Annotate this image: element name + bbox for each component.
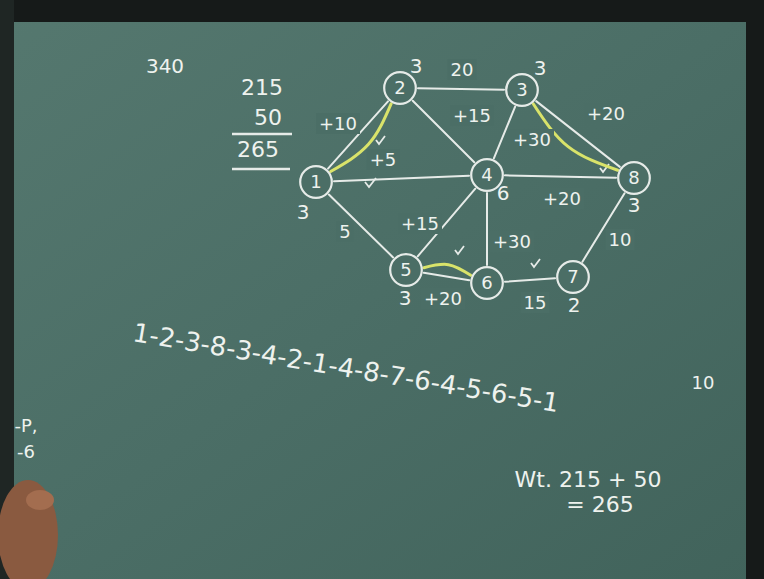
- chalk-number: 340: [146, 54, 184, 78]
- board-note: Wt. 215 + 50: [515, 468, 662, 492]
- vertex-number: 1: [299, 165, 333, 199]
- board-note: = 265: [566, 493, 633, 517]
- vertex-number: 7: [556, 260, 590, 294]
- weight-number: 5: [336, 221, 353, 242]
- graph-edge: [486, 193, 488, 265]
- chalk-number: 215: [241, 75, 283, 100]
- graph-edge: [334, 176, 469, 182]
- chalk-number: 265: [237, 137, 279, 162]
- vertex-circle: 72: [556, 260, 590, 294]
- edge-weight: 15: [521, 293, 550, 313]
- weight-number: +20: [584, 103, 628, 124]
- edge-weight: +30: [490, 232, 534, 252]
- degree-label: 3: [410, 55, 423, 77]
- vertex-circle: 13: [299, 165, 333, 199]
- weight-number: +20: [421, 288, 465, 309]
- degree-label: 2: [568, 294, 581, 316]
- graph-edge: [505, 278, 555, 281]
- vertex-circle: 46: [470, 158, 504, 192]
- vertex-circle: 6: [470, 266, 504, 300]
- edge-weight: +15: [450, 106, 494, 126]
- degree-label: 3: [399, 287, 412, 309]
- weight-number: 20: [448, 59, 477, 80]
- weight-number: +15: [398, 213, 442, 234]
- degree-number: 3: [297, 200, 310, 224]
- edge-weight: +5: [367, 150, 400, 170]
- tick-mark: [531, 259, 540, 267]
- weight-number: +30: [510, 129, 554, 150]
- edge-weight: +20: [584, 104, 628, 124]
- weight-number: 15: [521, 292, 550, 313]
- graph-edge: [582, 193, 624, 261]
- degree-number: 2: [568, 293, 581, 317]
- weight-number: 10: [606, 229, 635, 250]
- graph-edge: [424, 273, 469, 280]
- weight-number: +30: [490, 231, 534, 252]
- presenter-hand: [0, 480, 58, 579]
- repeated-edge: [424, 264, 471, 275]
- vertex-number: 8: [617, 161, 651, 195]
- degree-label: 3: [628, 194, 641, 216]
- weight-number: +5: [367, 149, 400, 170]
- tick-mark: [455, 246, 464, 254]
- chalk-number: = 265: [566, 492, 633, 517]
- graph-edge: [505, 175, 616, 177]
- board-note: -6: [17, 442, 35, 462]
- vertex-circle: 23: [383, 71, 417, 105]
- board-note: 50: [254, 106, 282, 130]
- chalk-number: 10: [692, 372, 715, 393]
- edge-weight: 5: [336, 222, 353, 242]
- edge-weight: 10: [606, 230, 635, 250]
- board-note: 340: [146, 55, 184, 77]
- weight-number: +15: [450, 105, 494, 126]
- edge-weight: +15: [398, 214, 442, 234]
- board-note: 215: [241, 76, 283, 100]
- degree-number: 6: [497, 181, 510, 205]
- degree-number: 3: [399, 286, 412, 310]
- weight-number: +20: [540, 188, 584, 209]
- vertex-number: 6: [470, 266, 504, 300]
- weight-number: +10: [316, 113, 360, 134]
- edge-weight: 20: [448, 60, 477, 80]
- degree-number: 3: [410, 54, 423, 78]
- vertex-circle: 33: [505, 73, 539, 107]
- edge-weight: +30: [510, 130, 554, 150]
- chalk-number: Wt. 215 + 50: [515, 467, 662, 492]
- edge-weight: +20: [421, 289, 465, 309]
- presenter-finger: [26, 490, 54, 510]
- total-underline: [232, 168, 290, 171]
- degree-label: 6: [497, 182, 510, 204]
- graph-edge: [329, 195, 393, 258]
- board-note: -P,: [14, 416, 37, 436]
- chalk-number: -P,: [14, 415, 37, 436]
- board-frame-top: [0, 0, 764, 22]
- degree-number: 3: [534, 56, 547, 80]
- edge-weight: +20: [540, 189, 584, 209]
- board-note: 10: [692, 373, 715, 393]
- vertex-circle: 53: [389, 253, 423, 287]
- degree-number: 3: [628, 193, 641, 217]
- vertex-circle: 83: [617, 161, 651, 195]
- sum-underline: [232, 133, 292, 136]
- chalk-number: -6: [17, 441, 35, 462]
- degree-label: 3: [534, 57, 547, 79]
- vertex-number: 5: [389, 253, 423, 287]
- chalk-number: 50: [254, 105, 282, 130]
- tick-mark: [376, 136, 385, 144]
- graph-edge: [418, 88, 504, 89]
- degree-label: 3: [297, 201, 310, 223]
- board-frame-right: [746, 0, 764, 579]
- edge-weight: +10: [316, 114, 360, 134]
- board-note: 265: [237, 138, 279, 162]
